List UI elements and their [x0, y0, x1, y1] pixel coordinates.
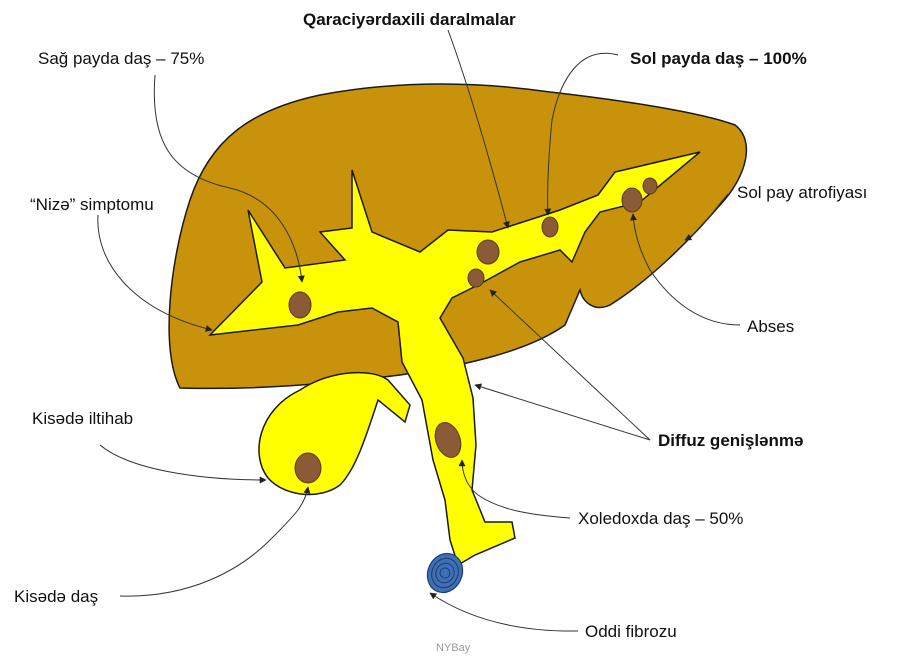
gallbladder-stone [295, 453, 321, 483]
label-left-lobe-atrophy: Sol pay atrofiyası [737, 184, 867, 201]
label-gallbladder-inflammation: Kisədə iltihab [32, 410, 133, 427]
label-gallbladder-stone: Kisədə daş [14, 588, 98, 605]
hilar-stone-lower [468, 269, 484, 287]
label-left-lobe-stone: Sol payda daş – 100% [630, 50, 807, 67]
hilar-stone-upper [477, 240, 499, 264]
abscess-small [643, 178, 657, 194]
label-choledochal-stone: Xoledoxda daş – 50% [578, 510, 743, 527]
gallbladder-shape [259, 373, 410, 495]
label-intrahepatic-strictures: Qaraciyərdaxili daralmalar [303, 11, 516, 28]
credit-text: NYBay [436, 642, 470, 654]
right-lobe-stone [289, 292, 311, 318]
label-oddi-fibrosis: Oddi fibrozu [585, 623, 677, 640]
label-right-lobe-stone: Sağ payda daş – 75% [38, 50, 204, 67]
label-spear-sign: “Nizə” simptomu [30, 196, 154, 213]
label-diffuse-dilation: Diffuz genişlənmə [658, 432, 803, 449]
label-abscess: Abses [747, 318, 794, 335]
abscess-large [622, 188, 642, 212]
left-lobe-stone [542, 217, 558, 237]
